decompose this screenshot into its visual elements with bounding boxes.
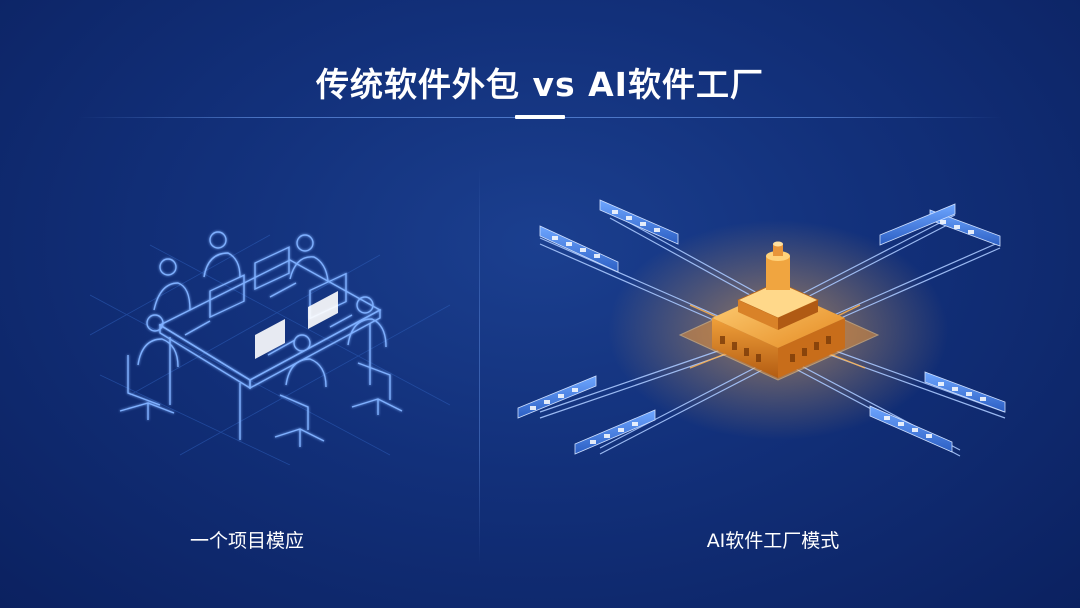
team-desks-illustration: [90, 231, 451, 465]
center-divider: [479, 165, 480, 565]
left-caption: 一个项目模应: [189, 530, 304, 552]
right-caption: AI软件工厂模式: [706, 530, 840, 552]
ai-factory-illustration: [517, 199, 1006, 457]
page-title: 传统软件外包 vs AI软件工厂: [316, 65, 764, 104]
title-accent-bar: [515, 115, 565, 119]
